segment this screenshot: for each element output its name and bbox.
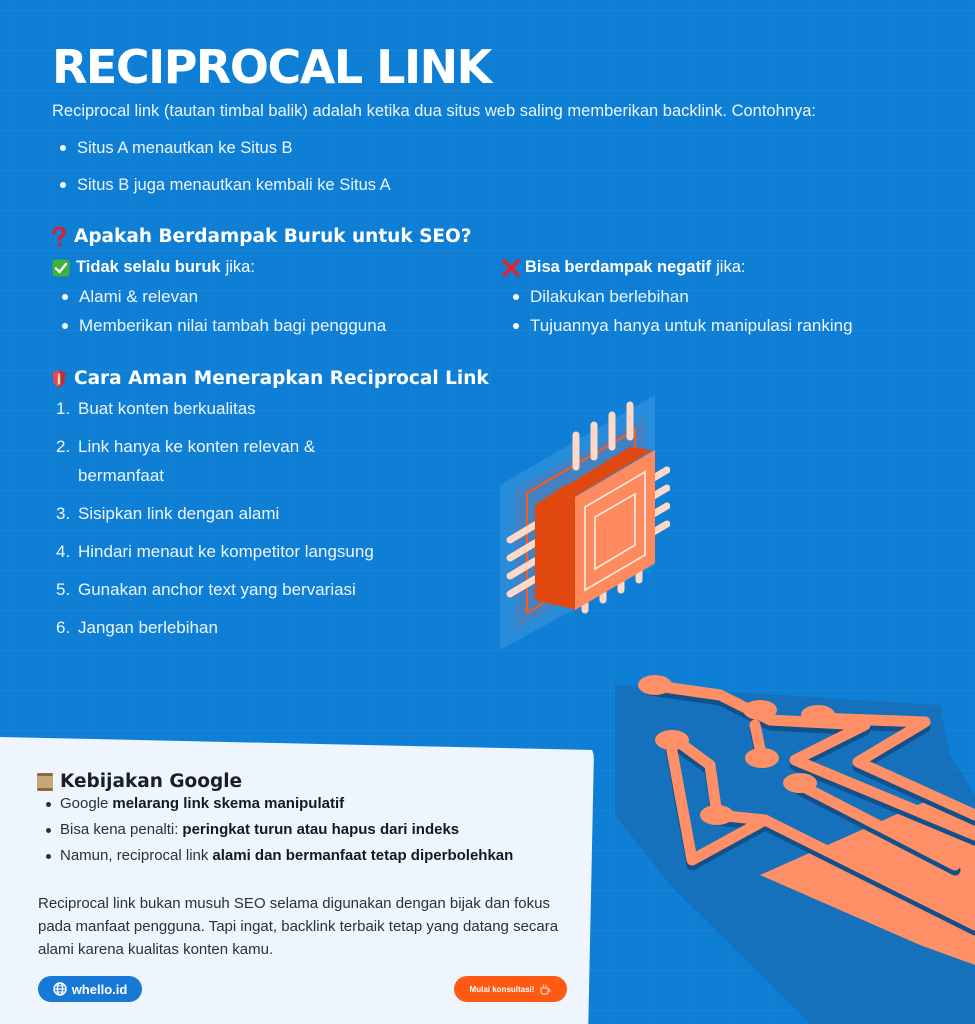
safe-heading: Cara Aman Menerapkan Reciprocal Link — [52, 368, 489, 389]
safe-steps-list: 1.Buat konten berkualitas 2.Link hanya k… — [56, 394, 376, 651]
list-item: Situs B juga menautkan kembali ke Situs … — [60, 175, 391, 212]
chip-illustration-icon — [500, 395, 670, 650]
check-mark-icon — [52, 259, 70, 277]
start-consultation-button[interactable]: Mulai konsultasi! — [454, 976, 567, 1002]
list-item: Situs A menautkan ke Situs B — [60, 138, 391, 175]
bullet-icon — [46, 802, 51, 807]
negative-list: Dilakukan berlebihan Tujuannya hanya unt… — [513, 287, 853, 345]
seo-heading: Apakah Berdampak Buruk untuk SEO? — [52, 226, 472, 247]
page-title: RECIPROCAL LINK — [52, 40, 492, 94]
google-policy-heading: Kebijakan Google — [36, 771, 242, 792]
bullet-icon — [513, 323, 519, 329]
list-item: Tujuannya hanya untuk manipulasi ranking — [513, 316, 853, 345]
list-item: 6.Jangan berlebihan — [56, 618, 218, 637]
bullet-icon — [60, 182, 66, 188]
bullet-icon — [46, 854, 51, 859]
list-item: Dilakukan berlebihan — [513, 287, 853, 316]
shield-icon — [52, 370, 66, 388]
bullet-icon — [62, 323, 68, 329]
list-item: 4.Hindari menaut ke kompetitor langsung — [56, 542, 374, 561]
bullet-icon — [60, 145, 66, 151]
positive-list: Alami & relevan Memberikan nilai tambah … — [62, 287, 386, 345]
list-item: Memberikan nilai tambah bagi pengguna — [62, 316, 386, 345]
website-link-button[interactable]: whello.id — [38, 976, 142, 1002]
list-item: 5.Gunakan anchor text yang bervariasi — [56, 580, 356, 599]
positive-heading: Tidak selalu buruk jika: — [52, 258, 255, 277]
bullet-icon — [62, 294, 68, 300]
example-list: Situs A menautkan ke Situs B Situs B jug… — [60, 138, 391, 212]
cursor-arrow-illustration-icon — [615, 675, 975, 1024]
list-item: Alami & relevan — [62, 287, 386, 316]
coffee-cup-icon — [539, 983, 552, 995]
question-mark-icon — [52, 226, 66, 247]
globe-icon — [52, 982, 67, 996]
list-item: 3.Sisipkan link dengan alami — [56, 504, 280, 523]
closing-text: Reciprocal link bukan musuh SEO selama d… — [38, 895, 559, 958]
intro-text: Reciprocal link (tautan timbal balik) ad… — [52, 102, 816, 120]
cross-mark-icon — [502, 258, 520, 277]
list-item: 1.Buat konten berkualitas — [56, 399, 256, 418]
list-item: Bisa kena penalti:peringkat turun atau h… — [46, 821, 513, 847]
bullet-icon — [513, 294, 519, 300]
list-item: 2.Link hanya ke konten relevan & bermanf… — [56, 437, 316, 485]
bullet-icon — [46, 828, 51, 833]
scroll-icon — [36, 772, 54, 792]
negative-heading: Bisa berdampak negatif jika: — [502, 258, 745, 277]
